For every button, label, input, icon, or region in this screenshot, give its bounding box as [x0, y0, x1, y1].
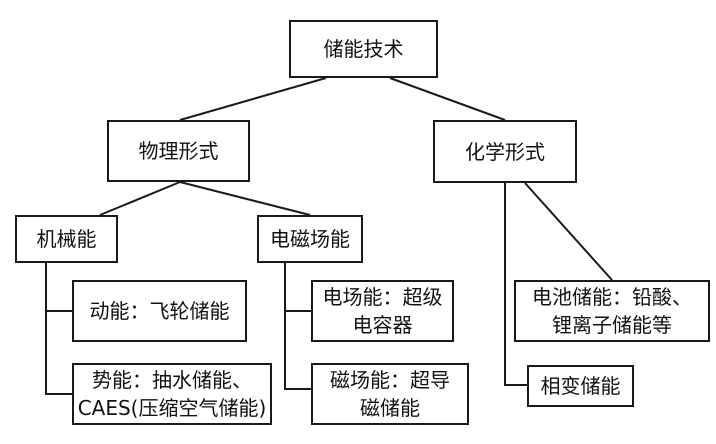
connector-physical-mechanical [99, 181, 181, 216]
electric-field-energy-line-2: 电容器 [352, 313, 413, 337]
connector-physical-electromagnetic [179, 181, 311, 216]
potential-energy-line-2: CAES(压缩空气储能) [77, 396, 267, 420]
magnetic-field-energy-line-2: 磁储能 [360, 396, 420, 420]
connector-root-physical [179, 77, 327, 121]
chemical-form-label: 化学形式 [465, 139, 545, 164]
chemical-form-node: 化学形式 [433, 120, 577, 183]
physical-form-label: 物理形式 [138, 139, 219, 163]
kinetic-energy-node: 动能：飞轮储能 [72, 280, 247, 342]
potential-energy-node: 势能：抽水储能、 CAES(压缩空气储能) [72, 363, 272, 425]
battery-storage-line-2: 锂离子储能等 [552, 313, 672, 337]
root-label: 储能技术 [323, 37, 404, 61]
magnetic-field-energy-node: 磁场能：超导 磁储能 [311, 363, 469, 425]
mechanical-energy-node: 机械能 [15, 215, 118, 263]
connector-em-electric [284, 263, 311, 312]
potential-energy-line-1: 势能：抽水储能、 [92, 368, 252, 392]
kinetic-energy-label: 动能：飞轮储能 [89, 299, 230, 323]
physical-form-node: 物理形式 [107, 120, 250, 182]
connector-root-chemical [389, 77, 506, 121]
connector-chemical-phase [504, 183, 527, 386]
electric-field-energy-line-1: 电场能：超级 [322, 285, 443, 309]
phase-change-storage-label: 相变储能 [540, 374, 621, 398]
connector-mechanical-potential [45, 311, 72, 395]
electromagnetic-energy-label: 电磁场能 [270, 227, 350, 251]
battery-storage-line-1: 电池储能：铅酸、 [532, 285, 692, 309]
connector-chemical-battery [524, 182, 613, 281]
electromagnetic-energy-node: 电磁场能 [257, 215, 363, 263]
battery-storage-node: 电池储能：铅酸、 锂离子储能等 [514, 280, 710, 342]
magnetic-field-energy-line-1: 磁场能：超导 [330, 368, 450, 392]
electric-field-energy-node: 电场能：超级 电容器 [311, 280, 454, 342]
connector-em-magnetic [284, 311, 311, 390]
mechanical-energy-label: 机械能 [36, 227, 97, 251]
root-node: 储能技术 [289, 20, 438, 78]
connector-mechanical-kinetic [45, 263, 72, 312]
phase-change-storage-node: 相变储能 [527, 365, 634, 407]
